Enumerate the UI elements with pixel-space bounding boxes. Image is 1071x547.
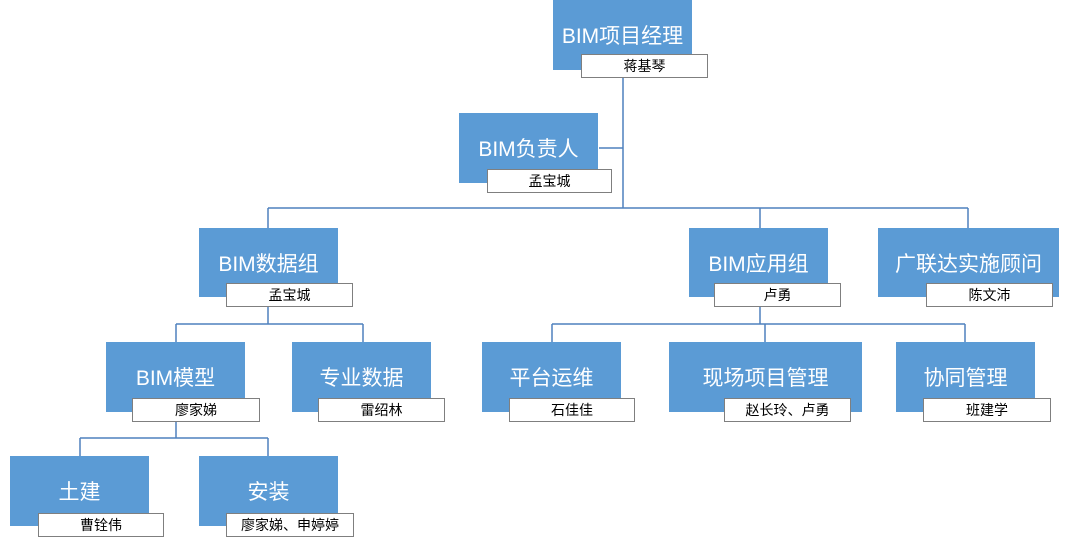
node-person: 石佳佳 — [509, 398, 635, 422]
node-person: 陈文沛 — [926, 283, 1053, 307]
node-person: 孟宝城 — [226, 283, 353, 307]
node-person: 曹铨伟 — [38, 513, 164, 537]
node-person: 廖家娣、申婷婷 — [226, 513, 354, 537]
node-person: 孟宝城 — [487, 169, 612, 193]
node-person: 雷绍林 — [318, 398, 445, 422]
node-person: 赵长玲、卢勇 — [724, 398, 851, 422]
node-person: 廖家娣 — [132, 398, 260, 422]
node-person: 卢勇 — [714, 283, 841, 307]
node-person: 蒋基琴 — [581, 54, 708, 78]
node-person: 班建学 — [923, 398, 1051, 422]
